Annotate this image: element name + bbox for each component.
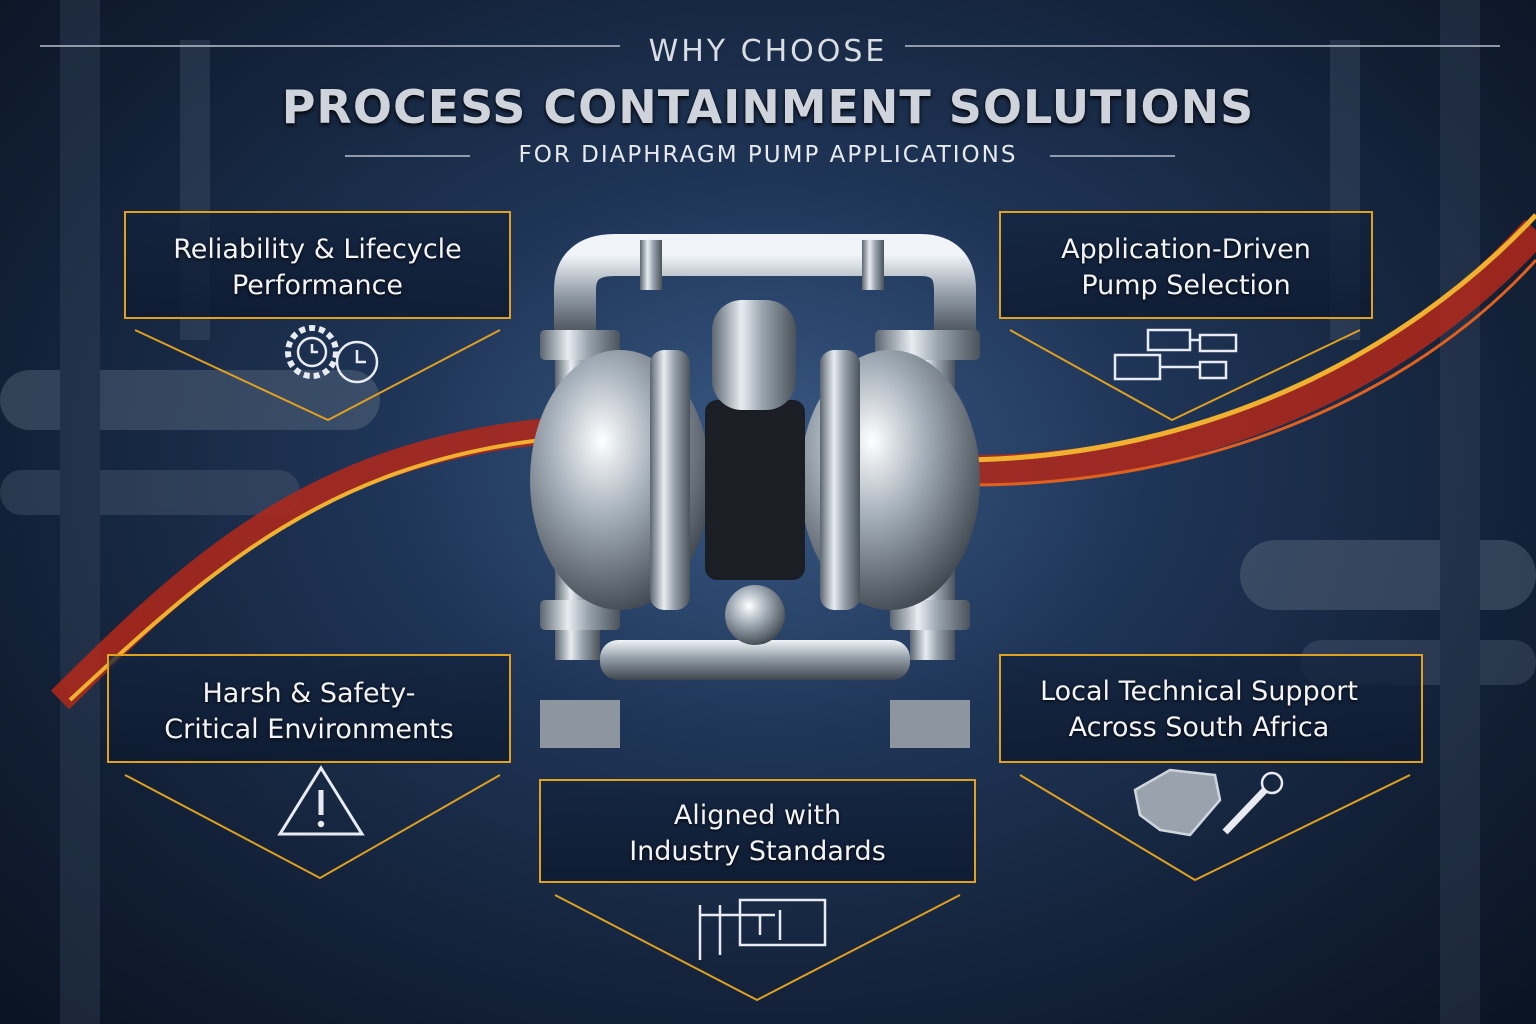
panel-application: Application-Driven Pump Selection xyxy=(1000,232,1372,304)
page-title: PROCESS CONTAINMENT SOLUTIONS xyxy=(281,80,1255,134)
panel-line: Performance xyxy=(231,270,404,301)
panel-line: Local Technical Support xyxy=(1040,676,1358,707)
panel-line: Industry Standards xyxy=(629,836,886,867)
panel-line: Reliability & Lifecycle xyxy=(173,234,462,265)
header-kicker: WHY CHOOSE xyxy=(648,34,888,69)
map-wrench-icon xyxy=(1133,768,1284,837)
panel-line: Across South Africa xyxy=(1068,712,1330,743)
gear-clock-icon xyxy=(285,325,379,384)
panel-line: Application-Driven xyxy=(1061,234,1311,265)
caliper-icon xyxy=(698,898,827,960)
warning-icon xyxy=(277,765,365,836)
panel-harsh-environments: Harsh & Safety- Critical Environments xyxy=(108,676,510,748)
panel-industry-standards: Aligned with Industry Standards xyxy=(540,798,975,870)
panel-line: Critical Environments xyxy=(164,714,454,745)
diaphragm-pump-image xyxy=(530,234,980,748)
swoosh-curves xyxy=(50,213,1536,710)
panel-line: Pump Selection xyxy=(1081,270,1291,301)
panel-local-support: Local Technical Support Across South Afr… xyxy=(1000,674,1398,746)
page-subtitle: FOR DIAPHRAGM PUMP APPLICATIONS xyxy=(518,142,1018,168)
panel-line: Aligned with xyxy=(673,800,842,831)
panel-line: Harsh & Safety- xyxy=(202,678,416,709)
header-rules xyxy=(40,45,1500,157)
flow-diagram-icon xyxy=(1113,328,1238,381)
panel-reliability: Reliability & Lifecycle Performance xyxy=(125,232,510,304)
panel-frames xyxy=(107,211,1423,1002)
